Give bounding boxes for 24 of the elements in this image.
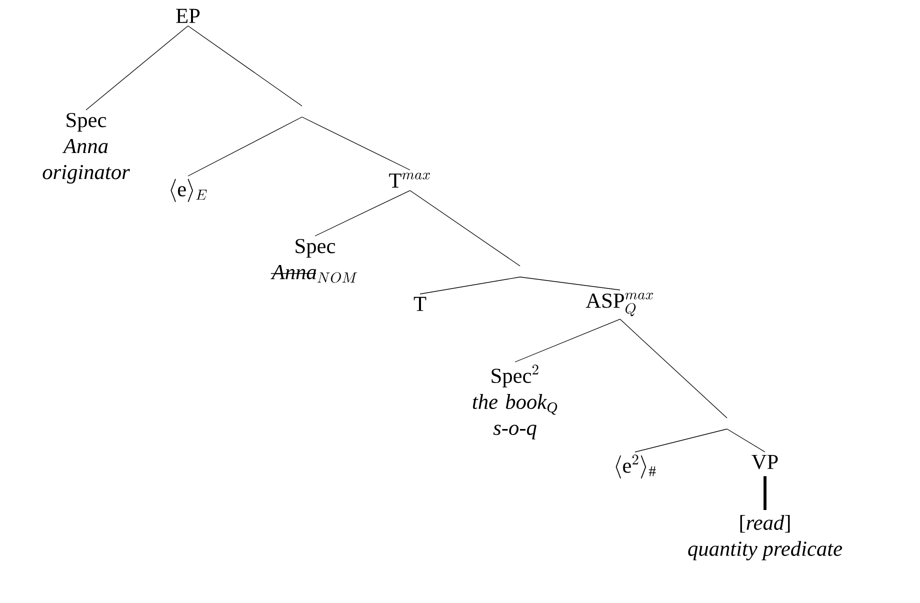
branch-line bbox=[514, 318, 620, 362]
tree-label: [read] quantity predicate bbox=[688, 514, 842, 560]
tree-label: VP bbox=[752, 454, 778, 470]
tree-label: $\langle\text{e}^{2}\rangle_{\#}$ bbox=[616, 454, 656, 478]
branch-line bbox=[314, 190, 410, 236]
branch-line bbox=[302, 116, 410, 170]
tree-label: $\text{Spec}^{2}$ the book$_{Q}$ s-o-q bbox=[472, 364, 558, 440]
branch-line bbox=[620, 318, 728, 418]
tree-label: Spec $\text{\textit{Anna}}_{NOM}$ bbox=[270, 238, 357, 283]
branch-line bbox=[520, 276, 620, 290]
tree-label: Spec Anna originator bbox=[42, 112, 130, 184]
branch-line bbox=[764, 476, 766, 510]
tree-label: T bbox=[414, 296, 426, 311]
tree-label: $\text{ASP}_{Q}^{max}$ bbox=[586, 292, 654, 316]
branch-line bbox=[410, 190, 520, 266]
tree-label: $\text{T}^{max}$ bbox=[389, 172, 430, 188]
branch-line bbox=[188, 116, 302, 176]
branch-line bbox=[420, 276, 520, 294]
branch-line bbox=[726, 428, 766, 452]
tree-label: EP bbox=[176, 8, 200, 23]
tree-label: $\langle\text{e}\rangle_{E}$ bbox=[170, 178, 207, 202]
branch-line bbox=[634, 428, 728, 452]
branch-line bbox=[86, 26, 188, 110]
branch-line bbox=[188, 26, 302, 106]
